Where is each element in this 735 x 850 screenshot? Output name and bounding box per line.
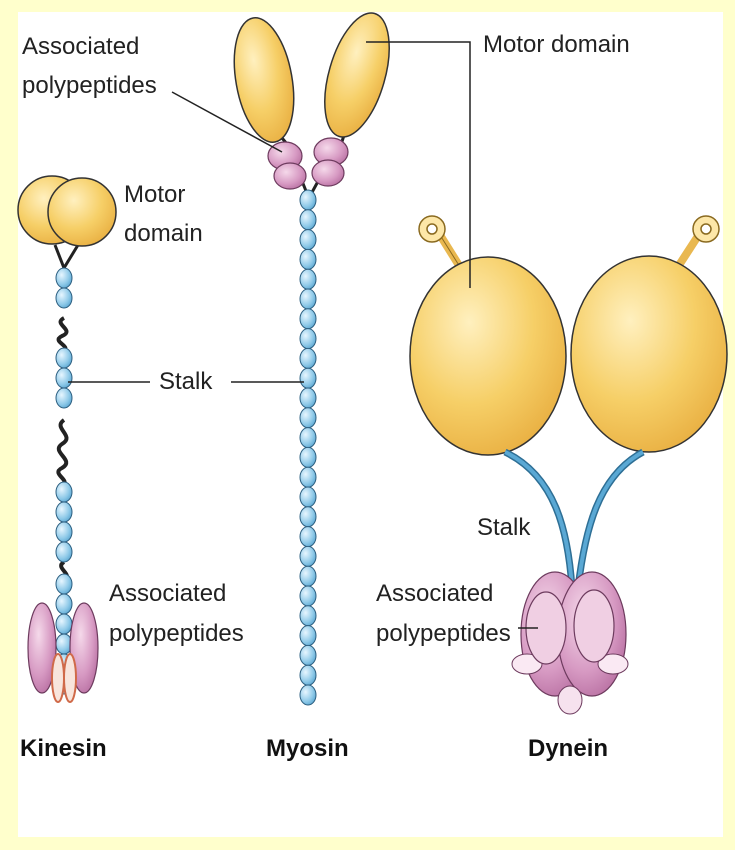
myosin-stalk-bead	[300, 210, 316, 230]
kinesin-associated-label-line2: polypeptides	[109, 620, 244, 648]
myosin-stalk-bead	[300, 230, 316, 250]
kinesin-neck	[55, 245, 78, 268]
kinesin-stalk-bead	[56, 594, 72, 614]
myosin-motor-head-right	[312, 6, 401, 144]
myosin-stalk-bead	[300, 408, 316, 428]
myosin-stalk-bead	[300, 190, 316, 210]
kinesin-stalk-bead	[56, 522, 72, 542]
myosin-light-chain-right-lower	[312, 160, 344, 186]
myosin-stalk-bead	[300, 546, 316, 566]
kinesin-stalk-bead	[56, 288, 72, 308]
dynein-associated-label-line2: polypeptides	[376, 620, 511, 648]
kinesin-stalk-bead	[56, 368, 72, 388]
dynein-stalk-right	[578, 452, 643, 588]
kinesin-stalk-bead	[56, 348, 72, 368]
kinesin-stalk-bead	[56, 482, 72, 502]
kinesin-motor-head-right	[48, 178, 116, 246]
myosin-stalk-bead	[300, 249, 316, 269]
kinesin-tail-segment-left	[52, 654, 64, 702]
myosin-stalk-bead	[300, 665, 316, 685]
myosin-stalk-bead	[300, 289, 316, 309]
motor-domain-label: Motor domain	[483, 31, 630, 59]
kinesin-hinge-upper	[59, 318, 67, 352]
myosin-stalk-bead	[300, 487, 316, 507]
myosin-stalk-bead	[300, 269, 316, 289]
dynein-light-chain-bottom	[558, 686, 582, 714]
myosin-stalk-bead	[300, 507, 316, 527]
dynein-title: Dynein	[528, 735, 608, 763]
dynein-stalk-right-fill	[578, 452, 643, 588]
kinesin-stalk-bead	[56, 502, 72, 522]
kinesin-structure	[18, 176, 116, 702]
myosin-stalk-bead	[300, 368, 316, 388]
dynein-associated-label-line1: Associated	[376, 580, 493, 608]
myosin-stalk-bead	[300, 645, 316, 665]
myosin-stalk-bead	[300, 527, 316, 547]
dynein-stalk-label: Stalk	[477, 514, 530, 542]
kinesin-myosin-stalk-label: Stalk	[159, 368, 212, 396]
kinesin-tail-segment-right	[64, 654, 76, 702]
myosin-associated-label-line2: polypeptides	[22, 72, 157, 100]
kinesin-hinge-middle	[58, 420, 66, 486]
myosin-stalk-bead	[300, 606, 316, 626]
myosin-stalk-bead	[300, 467, 316, 487]
myosin-associated-label-line1: Associated	[22, 33, 139, 61]
myosin-stalk-bead	[300, 309, 316, 329]
myosin-stalk-bead	[300, 388, 316, 408]
kinesin-stalk-bead	[56, 614, 72, 634]
kinesin-stalk-bead	[56, 574, 72, 594]
kinesin-associated-label-line1: Associated	[109, 580, 226, 608]
dynein-motor-domain-left	[410, 257, 566, 455]
myosin-stalk-bead	[300, 685, 316, 705]
myosin-stalk-bead	[300, 566, 316, 586]
kinesin-motor-label-line1: Motor	[124, 181, 185, 209]
kinesin-stalk-bead	[56, 388, 72, 408]
dynein-mt-binding-left-inner	[427, 224, 437, 234]
myosin-title: Myosin	[266, 735, 349, 763]
myosin-stalk-bead	[300, 348, 316, 368]
kinesin-stalk-bead	[56, 268, 72, 288]
kinesin-title: Kinesin	[20, 735, 107, 763]
myosin-light-chain-left-lower	[274, 163, 306, 189]
myosin-stalk-bead	[300, 329, 316, 349]
dynein-mt-binding-right-inner	[701, 224, 711, 234]
myosin-stalk-bead	[300, 428, 316, 448]
dynein-motor-domain-right	[571, 256, 727, 452]
myosin-stalk-beads	[300, 190, 316, 705]
kinesin-motor-label-line2: domain	[124, 220, 203, 248]
myosin-stalk-bead	[300, 586, 316, 606]
kinesin-stalk-bead	[56, 542, 72, 562]
myosin-stalk-bead	[300, 447, 316, 467]
dynein-intermediate-chain-right-front	[574, 590, 614, 662]
myosin-stalk-bead	[300, 626, 316, 646]
